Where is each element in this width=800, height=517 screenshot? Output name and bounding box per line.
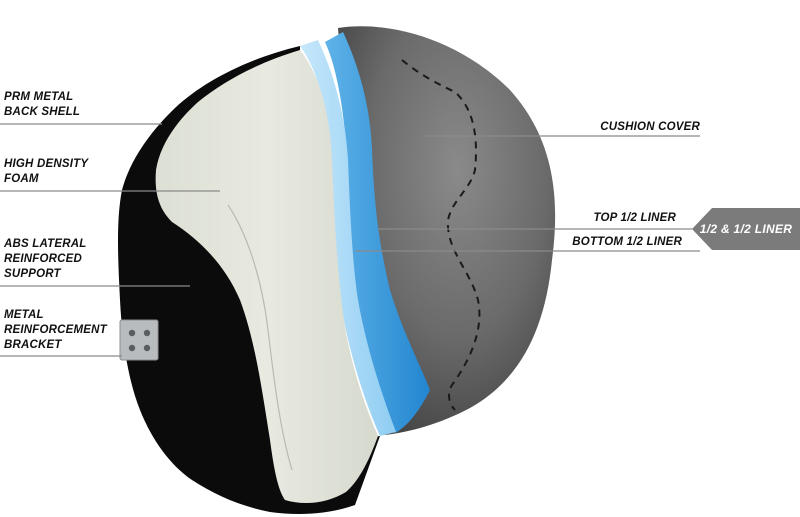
label-top-liner-text: TOP 1/2 LINER [593, 212, 676, 224]
label-foam: HIGH DENSITY FOAM [4, 157, 88, 187]
bracket-bolt [143, 329, 151, 337]
label-abs-line1: ABS LATERAL [4, 238, 87, 250]
label-bracket-line3: BRACKET [4, 339, 62, 351]
bracket-bolt [128, 329, 136, 337]
label-top-liner: TOP 1/2 LINER [540, 211, 676, 226]
label-bottom-liner: BOTTOM 1/2 LINER [520, 235, 682, 250]
label-abs-line2: REINFORCED [4, 253, 83, 265]
label-bracket: METAL REINFORCEMENT BRACKET [4, 308, 107, 353]
label-back-shell-line1: PRM METAL [4, 91, 74, 103]
liner-badge-text: 1/2 & 1/2 LINER [699, 222, 793, 236]
top-liner-shape [300, 40, 396, 436]
metal-bracket-shape [119, 319, 159, 361]
label-bracket-line1: METAL [4, 309, 44, 321]
bottom-liner-shape [325, 32, 430, 433]
foam-shape [155, 50, 378, 504]
label-cushion-cover: CUSHION COVER [560, 120, 700, 135]
label-back-shell-line2: BACK SHELL [4, 106, 81, 118]
label-foam-line2: FOAM [4, 173, 39, 185]
bracket-bolt [143, 344, 151, 352]
cover-stitch-line [401, 59, 481, 411]
label-abs-line3: SUPPORT [4, 268, 61, 280]
label-foam-line1: HIGH DENSITY [4, 158, 89, 170]
label-cushion-cover-text: CUSHION COVER [600, 121, 700, 133]
liner-badge-shape [692, 208, 800, 250]
foam-contour-line [227, 204, 293, 471]
label-bracket-line2: REINFORCEMENT [4, 324, 107, 336]
bracket-bolt [128, 344, 136, 352]
label-abs: ABS LATERAL REINFORCED SUPPORT [4, 237, 86, 282]
label-back-shell: PRM METAL BACK SHELL [4, 90, 80, 120]
label-bottom-liner-text: BOTTOM 1/2 LINER [572, 236, 682, 248]
